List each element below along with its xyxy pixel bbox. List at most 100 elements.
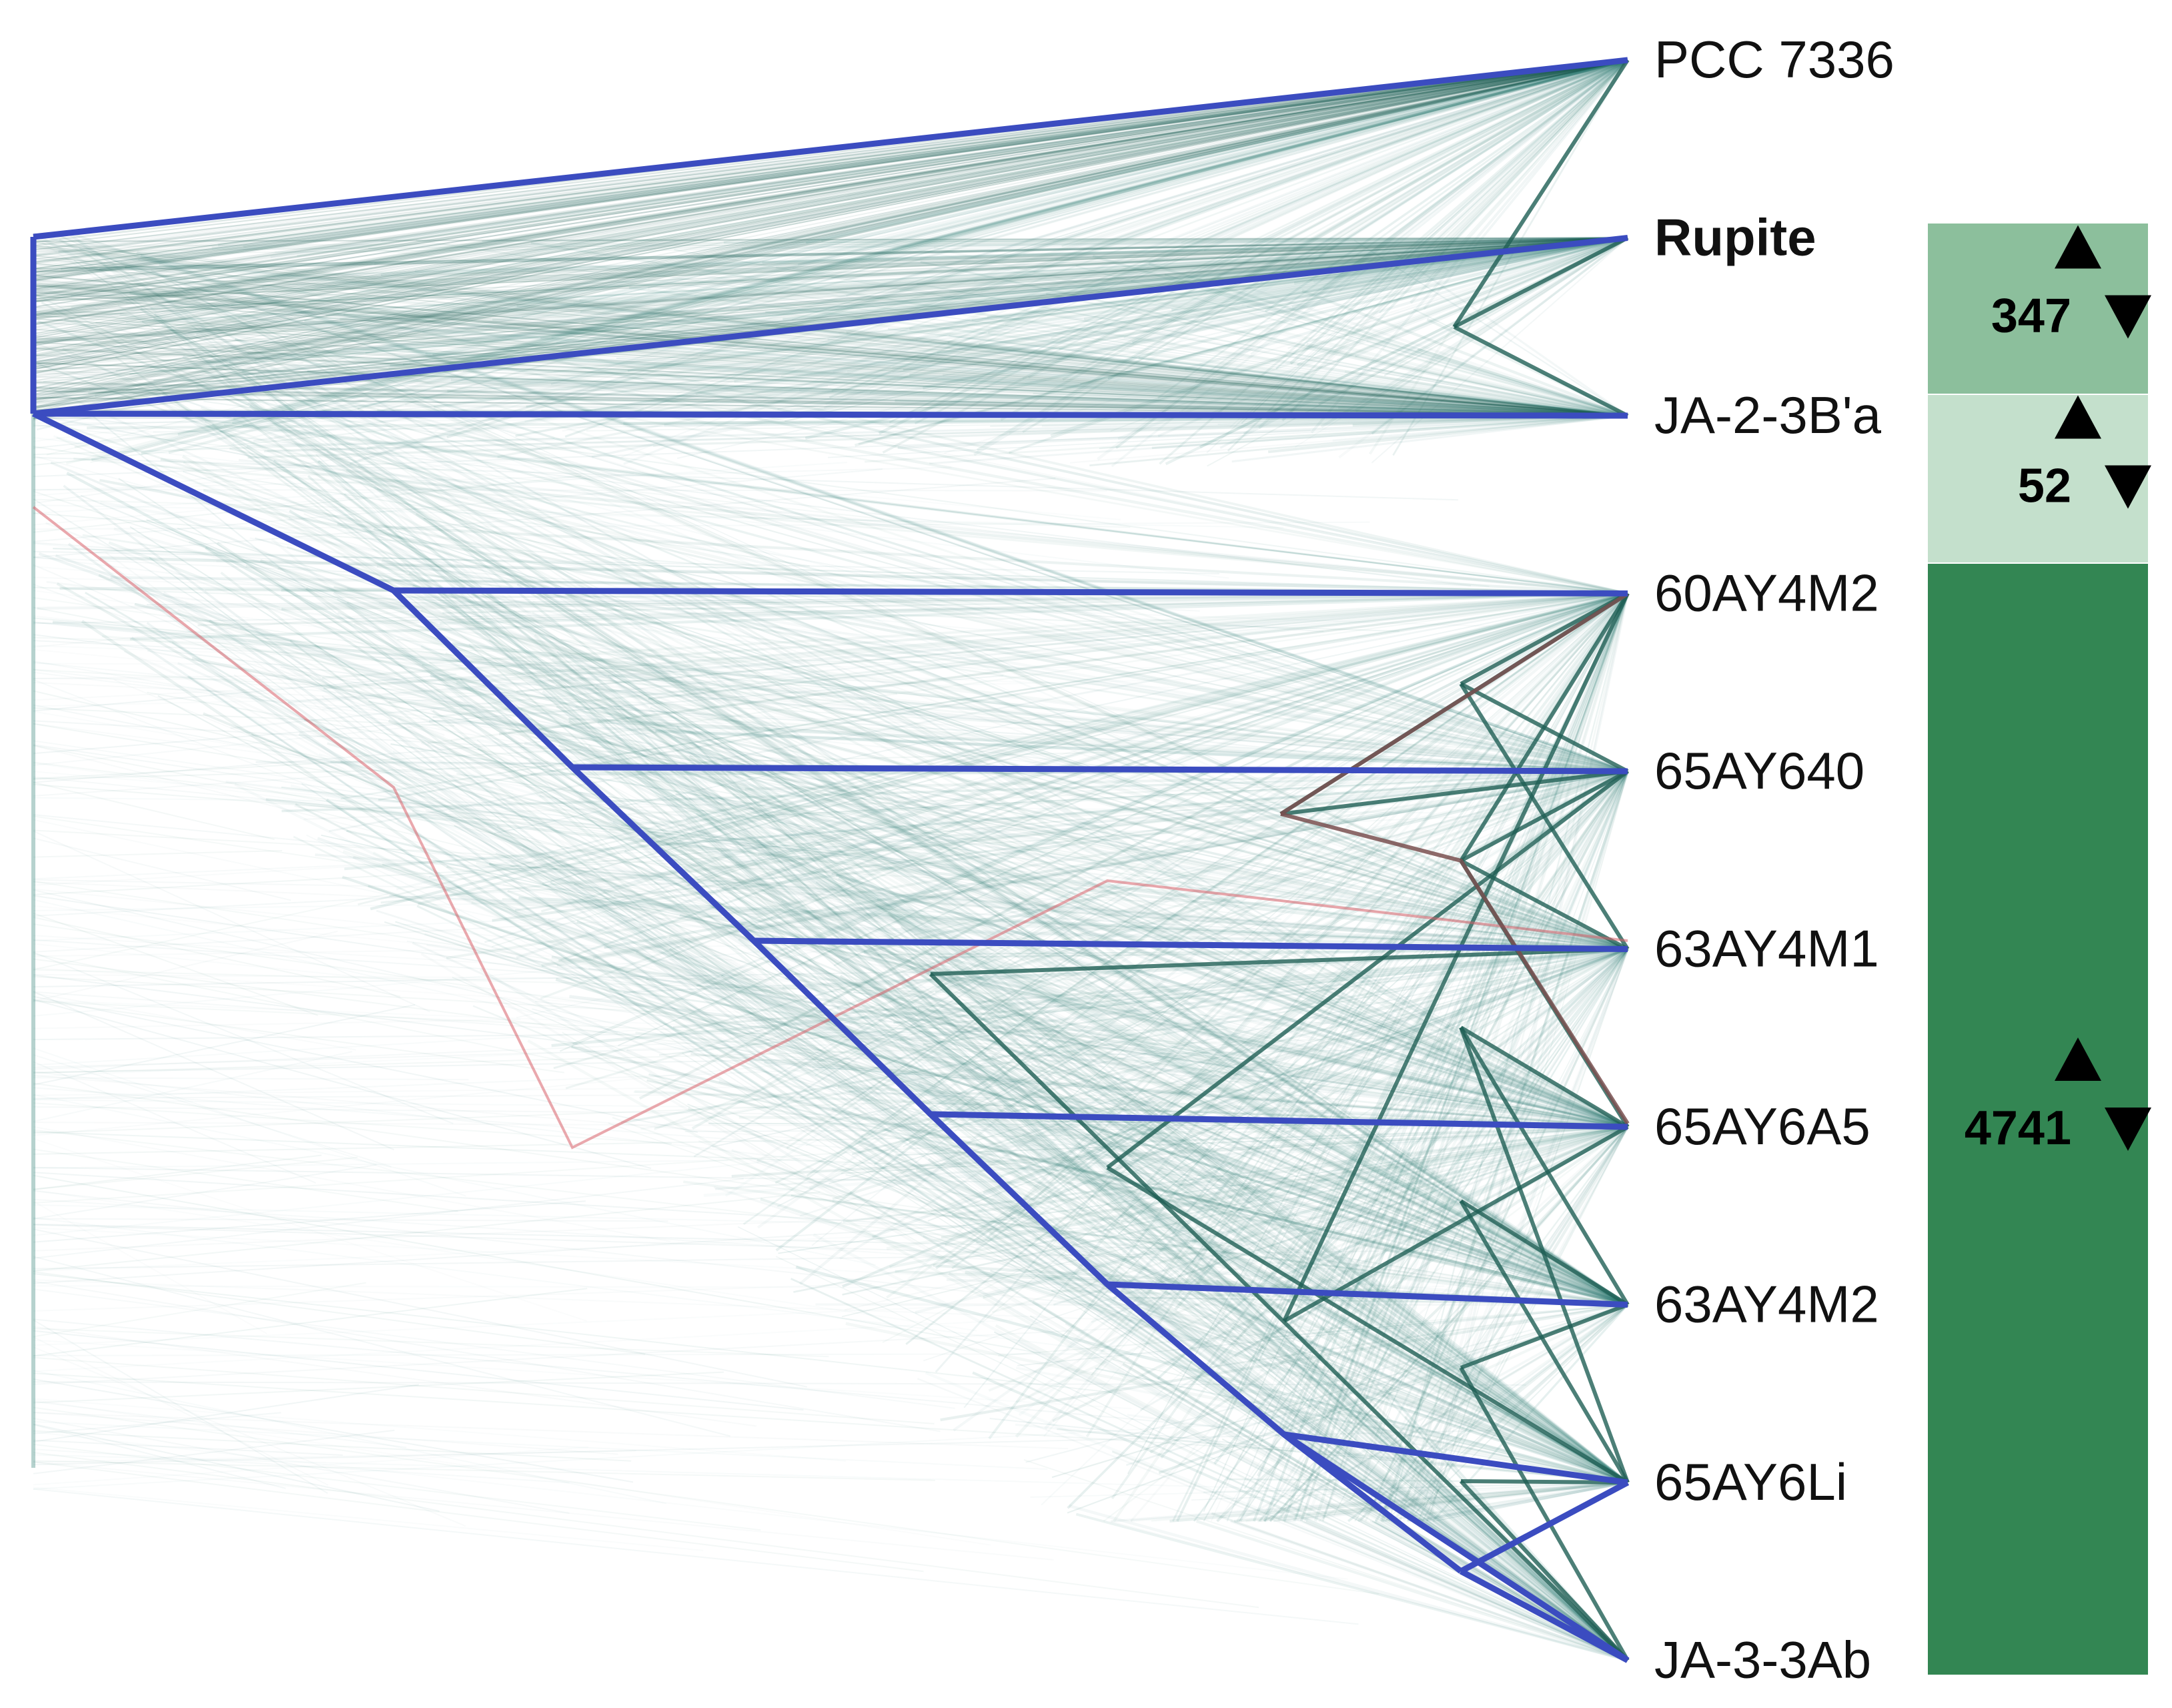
cloud-edge [774,770,1628,1184]
down-triangle-icon[interactable] [2105,465,2151,509]
cloud-edge [1381,1126,1629,1513]
cloud-edge [976,1126,1628,1244]
cloud-edge [1119,947,1628,1150]
cloud-edge [33,1487,703,1551]
cloud-edge [373,485,1629,1662]
alt-topology-edge [930,947,1628,976]
cloud-edge [846,59,1628,334]
cloud-edge [829,59,1628,399]
cloud-edge [488,638,1628,1661]
cloud-edge [849,1090,1628,1128]
cloud-edge [187,675,1628,1661]
cloud-edge [532,1008,1628,1306]
cloud-edge [58,250,1628,417]
cloud-edge [1258,59,1629,430]
cloud-edge [576,920,1628,1306]
cloud-edge [1195,1520,1628,1662]
alt-topology-edge [1459,1366,1630,1661]
up-triangle-icon[interactable] [2055,225,2101,269]
cloud-edge [1392,948,1629,1426]
cloud-edge [696,592,1628,987]
cloud-edge [1139,1209,1628,1661]
cloud-edge [521,59,1628,318]
cloud-edge [426,944,1628,1128]
cloud-edge [532,612,1628,1128]
cloud-edge [1246,306,1628,416]
cloud-edge [1321,593,1629,1522]
cloud-edge [33,382,1628,416]
cloud-edge [33,237,1628,395]
cloud-edge [654,948,1628,1129]
cloud-edge [33,59,1628,408]
cloud-edge [1299,593,1628,1386]
cloud-edge [187,332,1628,1128]
cloud-edge [551,955,1628,1129]
taxon-label: JA-3-3Ab [1654,1631,1871,1689]
cloud-edge [33,564,336,695]
taxon-label: 63AY4M1 [1654,919,1879,978]
up-triangle-icon[interactable] [2055,395,2101,439]
cloud-edge [33,723,434,789]
cloud-edge [1407,593,1629,1522]
cloud-edge [33,1462,1053,1560]
cloud-edge [358,696,1628,1306]
cloud-edge [742,237,1628,402]
cloud-edge [55,554,1628,1128]
cloud-edge [445,652,1628,1306]
cloud-edge [619,817,1628,1483]
cloud-edge [129,291,1628,595]
cloud-edge [780,59,1628,377]
cloud-edge [33,1051,353,1122]
cloud-edge [1344,370,1628,417]
cloud-edge [452,977,1628,1483]
cloud-edge [1171,236,1628,312]
cloud-edge [118,478,1628,1483]
cloud-edge [1261,1126,1628,1294]
cloud-edge [560,356,1628,417]
cloud-edge [654,366,1628,416]
cloud-edge [113,527,1628,951]
cloud-edge [1406,1304,1628,1522]
cloud-edge [269,523,1628,950]
cloud-edge [623,59,1628,465]
cloud-edge [33,337,1628,416]
cloud-edge [430,673,1628,1129]
down-triangle-icon[interactable] [2105,295,2151,339]
cloud-edge [1009,592,1629,1214]
cloud-edge [1217,276,1628,417]
cloud-edge [1258,237,1628,256]
cloud-edge [913,770,1628,936]
cloud-edge [33,385,829,466]
cloud-edge [891,948,1628,1177]
cloud-edge [73,260,1628,1306]
cloud-edge [1432,59,1629,264]
cloud-edge [33,59,1628,270]
cloud-edge [33,621,683,684]
cloud-edge [1125,1304,1628,1466]
cloud-edge [831,1107,1628,1306]
cloud-edge [518,896,1628,951]
cloud-edge [406,940,1628,1128]
cloud-edge [56,582,1628,1484]
up-triangle-icon[interactable] [2055,1037,2101,1081]
cloud-edge [344,770,1628,871]
cloud-edge [551,947,1628,1047]
cloud-edge [354,592,1628,625]
cloud-edge [33,59,1628,318]
cloud-edge [161,392,1629,1306]
cloud-edge [33,999,652,1170]
cloud-edge [33,237,1628,302]
cloud-edge [33,437,555,456]
cloud-edge [948,334,1628,417]
alt-topology-edge [1453,325,1629,418]
cloud-edge [33,1461,924,1573]
down-triangle-icon[interactable] [2105,1108,2151,1151]
cloud-edge [33,1282,366,1338]
cloud-edge [1239,592,1629,1522]
cloud-edge [33,59,1628,364]
cloud-edge [33,881,784,995]
cloud-edge [1177,1126,1628,1278]
consensus-tree [30,57,1630,1663]
cloud-edge [33,59,1628,318]
cloud-edge [349,59,1628,465]
